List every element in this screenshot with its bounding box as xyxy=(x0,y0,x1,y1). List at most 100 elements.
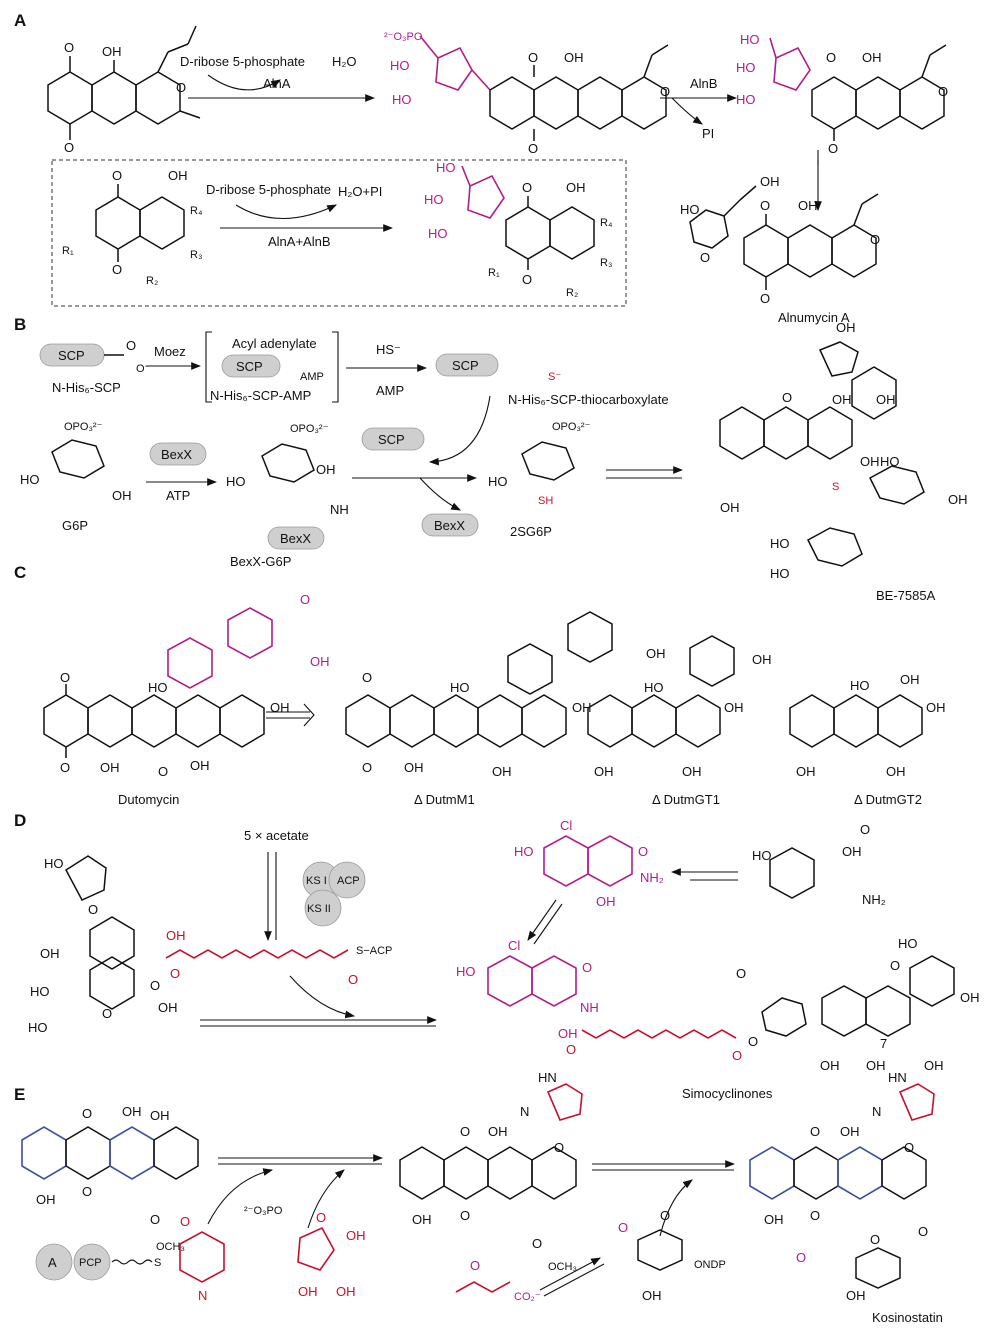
bexx-pill-3 xyxy=(421,513,479,537)
atp-label: ATP xyxy=(166,488,190,503)
svg-text:OH: OH xyxy=(168,168,188,183)
svg-text:O: O xyxy=(362,670,372,685)
svg-text:OH: OH xyxy=(346,1228,366,1243)
svg-text:O: O xyxy=(126,338,136,353)
svg-text:²⁻O₃PO: ²⁻O₃PO xyxy=(384,31,423,43)
svg-text:OH: OH xyxy=(924,1058,944,1073)
svg-text:HO: HO xyxy=(148,680,168,695)
nicotinoyl-structure: S O N xyxy=(154,1214,225,1303)
svg-text:O: O xyxy=(890,958,900,973)
panel-a-arrow2-enzyme: AlnB xyxy=(690,76,717,91)
svg-text:OPO₃²⁻: OPO₃²⁻ xyxy=(290,423,329,435)
svg-text:OH: OH xyxy=(682,764,702,779)
svg-text:OPO₃²⁻: OPO₃²⁻ xyxy=(64,421,103,433)
panel-d-header: D xyxy=(14,811,26,830)
svg-text:O: O xyxy=(528,141,538,156)
svg-text:O: O xyxy=(904,1140,914,1155)
s-acp-label: S−ACP xyxy=(356,945,392,957)
acp-label: ACP xyxy=(337,875,360,887)
svg-text:HO: HO xyxy=(680,202,700,217)
svg-text:OH: OH xyxy=(100,760,120,775)
panel-a-box-substrate-structure: O O OH xyxy=(95,168,188,277)
svg-text:OH: OH xyxy=(836,320,856,335)
svg-text:OH: OH xyxy=(960,990,980,1005)
panel-b-header: B xyxy=(14,315,26,334)
a-domain xyxy=(35,1243,73,1281)
bexx-pill-1-label: BexX xyxy=(161,447,192,462)
svg-text:HO: HO xyxy=(770,536,790,551)
svg-text:O: O xyxy=(918,1224,928,1239)
dutmm1-label: Δ DutmM1 xyxy=(414,792,475,807)
svg-text:O: O xyxy=(460,1208,470,1223)
scp-pill-label: SCP xyxy=(58,348,85,363)
svg-text:OPO₃²⁻: OPO₃²⁻ xyxy=(552,421,591,433)
svg-text:O: O xyxy=(700,250,710,265)
svg-text:N: N xyxy=(198,1288,207,1303)
panel-a-arrow1-byproduct: H₂O xyxy=(332,54,357,69)
ndp-sugar-structure: O O OH xyxy=(618,1208,683,1303)
panel-a-substrate-structure: O O OH O xyxy=(47,25,201,155)
svg-text:OH: OH xyxy=(832,392,852,407)
svg-text:OH: OH xyxy=(840,1124,860,1139)
svg-text:O: O xyxy=(938,84,948,99)
hs-label: HS⁻ xyxy=(376,342,401,357)
svg-text:R₃: R₃ xyxy=(600,257,612,269)
ks2-label: KS II xyxy=(307,903,331,915)
kosinostatin-label: Kosinostatin xyxy=(872,1310,943,1325)
nhis-scp-label: N-His₆-SCP xyxy=(52,380,121,395)
svg-text:OH: OH xyxy=(900,672,920,687)
svg-text:O: O xyxy=(748,1034,758,1049)
dutomycin-label: Dutomycin xyxy=(118,792,179,807)
svg-text:O: O xyxy=(150,1212,160,1227)
svg-text:O: O xyxy=(782,390,792,405)
panel-e-precursor-structure: O O OH OH OH O OCH₃ xyxy=(21,1104,199,1253)
svg-text:N: N xyxy=(872,1104,881,1119)
svg-text:OH: OH xyxy=(190,758,210,773)
svg-text:OCH₃: OCH₃ xyxy=(156,1241,185,1253)
dutmgt2-label: Δ DutmGT2 xyxy=(854,792,922,807)
svg-text:O: O xyxy=(60,670,70,685)
svg-text:HO: HO xyxy=(226,474,246,489)
svg-text:HO: HO xyxy=(428,226,448,241)
dutmm1-structure: OH O O OH HO OH OH xyxy=(345,611,666,779)
svg-text:OH: OH xyxy=(646,646,666,661)
panel-a-intermediate-structure: ²⁻O₃PO HO HO O O OH O xyxy=(384,31,670,156)
svg-text:O: O xyxy=(736,966,746,981)
be-7585a-structure: OH O OH OH OH OH S OH HO HO HO xyxy=(719,320,968,581)
be-7585a-label: BE-7585A xyxy=(876,588,936,603)
scp-pill-mid-label: SCP xyxy=(378,432,405,447)
panel-a-r1: R₁ xyxy=(62,245,74,257)
svg-text:O: O xyxy=(300,592,310,607)
svg-text:OH: OH xyxy=(40,946,60,961)
panel-a-ribosyl-product-structure: HO HO HO O OH O O xyxy=(736,32,948,156)
svg-text:O: O xyxy=(566,1042,576,1057)
svg-text:O: O xyxy=(102,1006,112,1021)
svg-text:Cl: Cl xyxy=(560,818,572,833)
bexx-pill-1 xyxy=(149,442,207,466)
svg-text:OH: OH xyxy=(566,180,586,195)
panel-a-box-byproduct-label: H₂O+PI xyxy=(338,184,382,199)
scp-amp-pill-label: SCP xyxy=(236,359,263,374)
ribose-phosphate-structure: ²⁻O₃PO O OH OH OH xyxy=(244,1205,366,1299)
svg-text:O: O xyxy=(112,262,122,277)
svg-text:OH: OH xyxy=(336,1284,356,1299)
sg6p-label: 2SG6P xyxy=(510,524,552,539)
svg-text:O: O xyxy=(88,902,98,917)
svg-text:OH: OH xyxy=(842,844,862,859)
svg-text:S: S xyxy=(832,481,839,493)
svg-text:R₁: R₁ xyxy=(488,267,500,279)
svg-text:O: O xyxy=(618,1220,628,1235)
svg-text:O: O xyxy=(316,1210,326,1225)
svg-text:O: O xyxy=(760,198,770,213)
svg-text:OH: OH xyxy=(752,652,772,667)
svg-text:HO: HO xyxy=(770,566,790,581)
thiocarboxylate-label: N-His₆-SCP-thiocarboxylate xyxy=(508,392,669,407)
kosinostatin-structure: O O OH OH O O HN N O OH O xyxy=(749,1070,935,1303)
svg-text:²⁻O₃PO: ²⁻O₃PO xyxy=(244,1205,283,1217)
svg-text:O: O xyxy=(522,180,532,195)
svg-text:O: O xyxy=(150,978,160,993)
svg-text:HO: HO xyxy=(488,474,508,489)
svg-text:OH: OH xyxy=(310,654,330,669)
svg-text:OH: OH xyxy=(594,764,614,779)
